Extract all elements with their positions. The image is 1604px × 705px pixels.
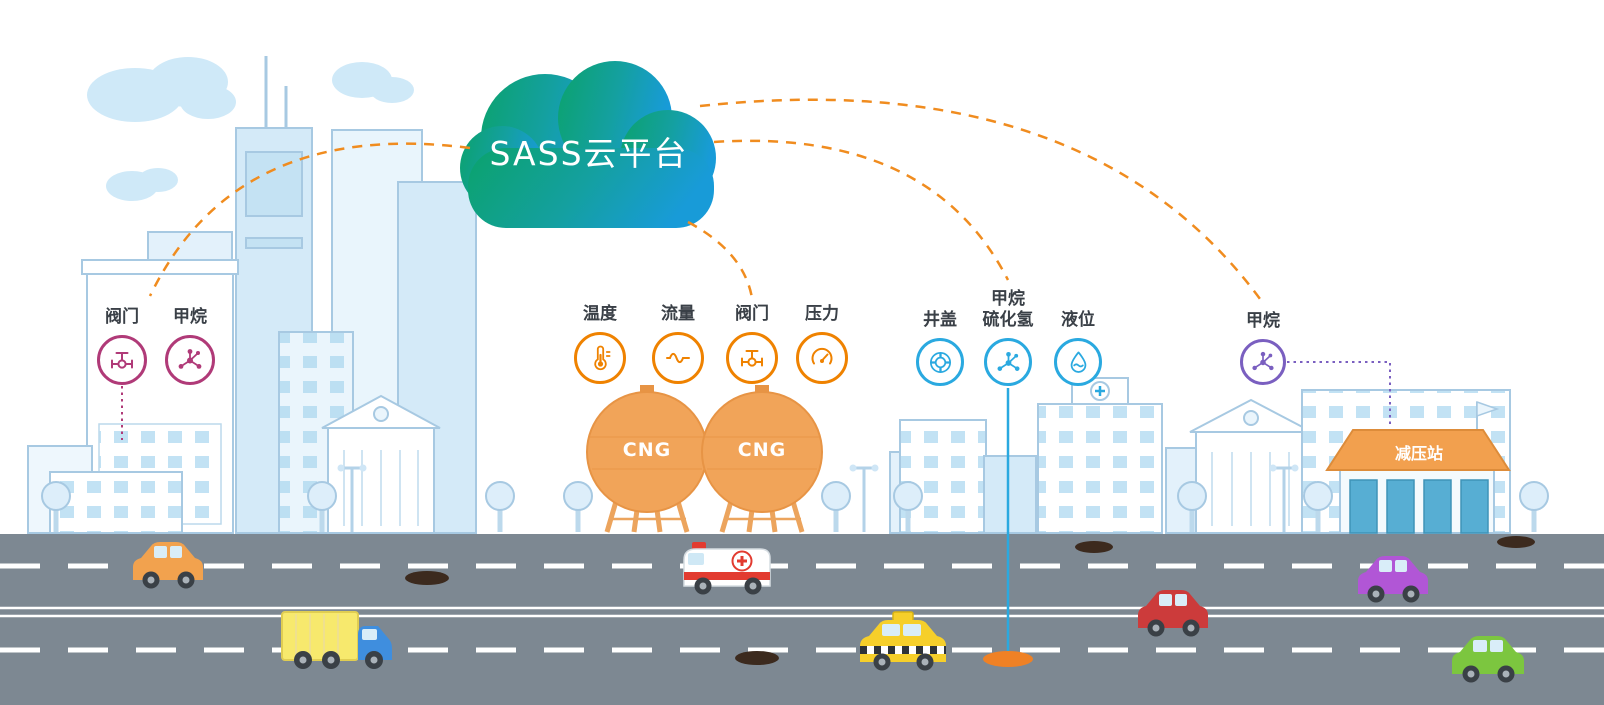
car-orange xyxy=(133,542,203,589)
cloud-shape xyxy=(460,61,716,228)
link-to-building-sensors xyxy=(148,142,471,297)
pressure-reduction-station xyxy=(1301,389,1511,534)
manhole-spot xyxy=(735,651,779,665)
link-to-station-sensor xyxy=(699,98,1265,304)
car-purple xyxy=(1358,556,1428,603)
ambulance xyxy=(683,542,771,595)
manhole-spot xyxy=(1075,541,1113,553)
manhole-cover-orange xyxy=(983,651,1033,667)
manhole-spot xyxy=(405,571,449,585)
cng-tanks xyxy=(587,385,822,532)
car-red xyxy=(1138,590,1208,637)
city-right xyxy=(889,377,1313,534)
manhole-spot xyxy=(1497,536,1535,548)
car-green xyxy=(1452,636,1524,683)
link-to-cng-sensors xyxy=(687,220,754,299)
sky-clouds xyxy=(87,57,414,201)
link-to-city-sensors xyxy=(713,139,1010,281)
station-sensor-line xyxy=(1287,361,1391,424)
road xyxy=(0,534,1604,705)
city-left xyxy=(27,56,477,534)
sensor-links xyxy=(121,361,1391,667)
cloud-links xyxy=(148,98,1265,304)
vehicles xyxy=(133,542,1524,683)
truck xyxy=(281,611,392,669)
taxi xyxy=(860,611,946,671)
